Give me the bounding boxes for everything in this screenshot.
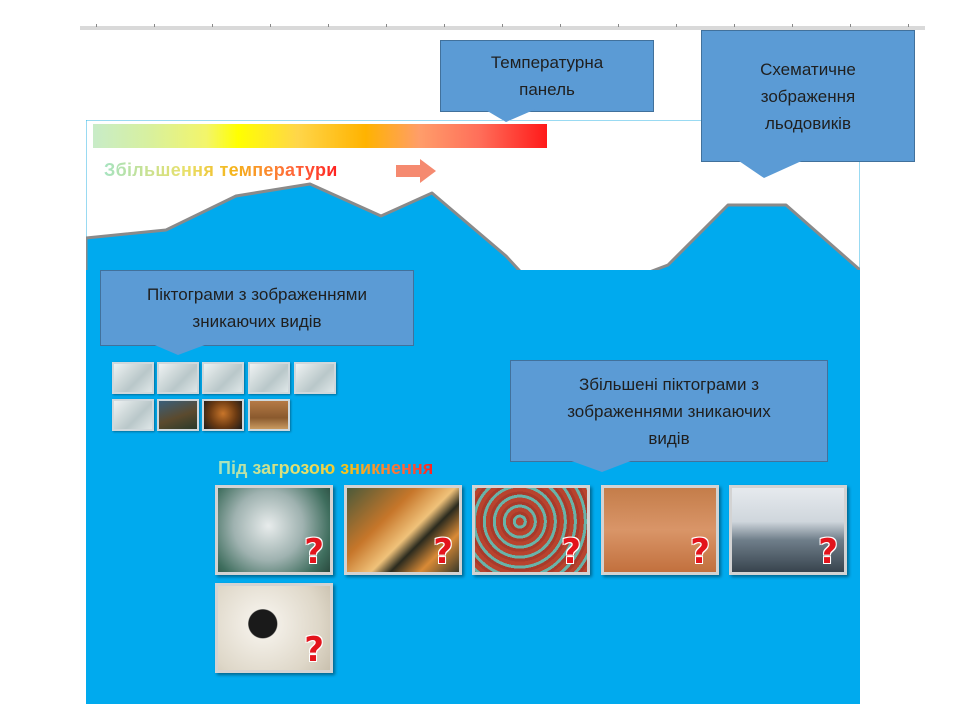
callout-line: Збільшені піктограми з xyxy=(578,374,759,394)
callout-enlarged-pictograms: Збільшені піктограми з зображеннями зник… xyxy=(510,360,828,462)
ruler-tick xyxy=(386,24,387,27)
ruler-tick xyxy=(618,24,619,27)
ruler-tick xyxy=(328,24,329,27)
pictogram-antelopes[interactable] xyxy=(248,399,290,431)
ruler-tick xyxy=(270,24,271,27)
endangered-label: Під загрозою зникнення xyxy=(218,458,434,478)
callout-line: Схематичне xyxy=(760,59,856,79)
callout-line: зображеннями зникаючих xyxy=(567,401,771,421)
pictogram-orangutan[interactable] xyxy=(202,399,244,431)
card-tiger[interactable]: ? xyxy=(344,485,462,575)
callout-line: панель xyxy=(519,80,575,99)
callout-line: льодовиків xyxy=(764,113,851,133)
callout-line: Піктограми з зображеннями xyxy=(147,285,367,304)
ruler-tick xyxy=(850,24,851,27)
question-mark-icon: ? xyxy=(690,532,710,572)
callout-line: зображення xyxy=(760,86,856,106)
callout-pointer xyxy=(150,343,210,355)
callout-line: зникаючих видів xyxy=(192,312,322,331)
temperature-increase-label: Збільшення температури xyxy=(104,160,338,180)
temperature-bar xyxy=(93,124,547,148)
callout-pointer xyxy=(566,459,636,472)
card-polar-bear[interactable]: ? xyxy=(215,485,333,575)
question-mark-icon: ? xyxy=(433,532,453,572)
question-mark-icon: ? xyxy=(304,630,324,670)
question-mark-icon: ? xyxy=(304,532,324,572)
callout-temperature-panel: Температурна панель xyxy=(440,40,654,112)
pictogram-eagle[interactable] xyxy=(157,399,199,431)
ruler-tick xyxy=(560,24,561,27)
ruler-tick xyxy=(734,24,735,27)
ruler-tick xyxy=(792,24,793,27)
card-whale[interactable]: ? xyxy=(729,485,847,575)
pictogram-tiger[interactable] xyxy=(157,362,199,394)
pictogram-coral[interactable] xyxy=(202,362,244,394)
arrow-right-icon xyxy=(396,159,436,183)
callout-pointer xyxy=(736,159,806,178)
pictogram-penguin[interactable] xyxy=(112,399,154,431)
callout-line: видів xyxy=(648,428,690,448)
question-mark-icon: ? xyxy=(561,532,581,572)
callout-line: Температурна xyxy=(490,53,604,72)
ruler-tick xyxy=(502,24,503,27)
ruler-tick xyxy=(96,24,97,27)
ruler-tick xyxy=(154,24,155,27)
card-kangaroo[interactable]: ? xyxy=(601,485,719,575)
card-penguin[interactable]: ? xyxy=(215,583,333,673)
pictogram-kangaroo[interactable] xyxy=(248,362,290,394)
pictogram-polar-bear[interactable] xyxy=(112,362,154,394)
ruler-tick xyxy=(908,24,909,27)
card-coral[interactable]: ? xyxy=(472,485,590,575)
ruler-tick xyxy=(444,24,445,27)
ruler-tick xyxy=(676,24,677,27)
callout-glaciers: Схематичне зображення льодовиків xyxy=(701,30,915,162)
callout-pointer xyxy=(484,109,536,122)
ruler-tick xyxy=(212,24,213,27)
pictogram-whale[interactable] xyxy=(294,362,336,394)
callout-pictograms: Піктограми з зображеннями зникаючих виді… xyxy=(100,270,414,346)
question-mark-icon: ? xyxy=(818,532,838,572)
top-ruler xyxy=(80,26,925,30)
